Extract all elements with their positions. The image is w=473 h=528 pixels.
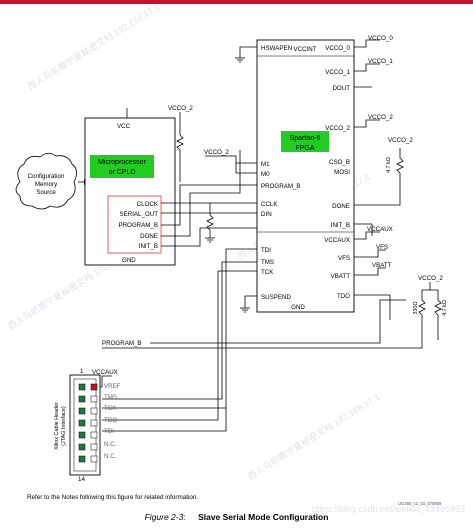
fpga-pin-vbatt: VBATT bbox=[331, 273, 351, 280]
fpga-pin-vcco-1: VCCO_1 bbox=[325, 69, 350, 76]
jtag-pin-14-label: 14 bbox=[78, 476, 85, 483]
watermark-text-4: 西人马前瞻宁夏秘密文档 192.168.17.1 bbox=[245, 391, 381, 482]
micro-title-line2: or CPLD bbox=[109, 169, 136, 176]
jtag-pin-14 bbox=[90, 455, 98, 463]
fpga-pin-m1: M1 bbox=[261, 161, 270, 168]
fpga-pin-dout: DOUT bbox=[332, 85, 350, 92]
figure-note: Refer to the Notes following this figure… bbox=[27, 494, 199, 501]
micro-pin-done: DONE bbox=[140, 233, 158, 240]
jtag-label-tdi: TDI bbox=[104, 428, 114, 435]
fpga-pin-tdo: TDO bbox=[337, 293, 350, 300]
figure-caption: Figure 2-3: Slave Serial Mode Configurat… bbox=[0, 512, 473, 522]
vcco-2-mode-supply-label: VCCO_2 bbox=[204, 149, 229, 156]
fpga-title-line1: Spartan-6 bbox=[290, 135, 321, 142]
caption-title: Slave Serial Mode Configuration bbox=[198, 512, 329, 522]
config-memory-line1: Configuration bbox=[28, 173, 65, 180]
jtag-pin-2 bbox=[90, 383, 98, 391]
micro-pin-clock: CLOCK bbox=[137, 201, 159, 208]
fpga-title-highlight bbox=[281, 131, 329, 152]
jtag-title-line2: (JTAG Interface) bbox=[61, 406, 67, 446]
micro-vcc-label: VCC bbox=[117, 123, 131, 130]
fpga-block: VCCINT Spartan-6 FPGA HSWAPEN M1 M0 PROG… bbox=[256, 39, 355, 313]
fpga-pin-tdi: TDI bbox=[261, 247, 271, 254]
r4k7-label: 4.7 kΩ bbox=[442, 300, 448, 316]
jtag-vccaux-label: VCCAUX bbox=[92, 369, 118, 376]
jtag-label-nc-2: N.C. bbox=[104, 453, 117, 460]
jtag-pin-grid bbox=[78, 383, 98, 463]
watermark-text-1: 西人马前瞻宁夏秘密文档 192.168.17.1 bbox=[25, 1, 161, 92]
jtag-pin-1 bbox=[78, 383, 86, 391]
fpga-pin-tms: TMS bbox=[261, 259, 274, 266]
vcco-0-supply-label: VCCO_0 bbox=[368, 35, 393, 42]
fpga-pin-mosi: MOSI bbox=[334, 169, 350, 176]
jtag-pin-5 bbox=[78, 407, 86, 415]
fpga-pin-cso-b: CSO_B bbox=[329, 159, 350, 166]
wires bbox=[90, 39, 442, 432]
fpga-pin-vcco-2: VCCO_2 bbox=[325, 125, 350, 132]
jtag-pin-1-label: 1 bbox=[80, 368, 84, 375]
jtag-pin-6 bbox=[90, 407, 98, 415]
jtag-label-tck: TCK bbox=[104, 405, 117, 412]
micro-gnd-label: GND bbox=[122, 257, 136, 264]
jtag-pin-3 bbox=[78, 395, 86, 403]
fpga-pin-din: DIN bbox=[261, 211, 272, 218]
fpga-pin-m0: M0 bbox=[261, 171, 270, 178]
jtag-pin-10 bbox=[90, 431, 98, 439]
jtag-pin-13 bbox=[78, 455, 86, 463]
vcco-2-jtag-supply-label: VCCO_2 bbox=[418, 275, 443, 282]
config-memory-cloud: Configuration Memory Source bbox=[15, 152, 77, 210]
vbatt-supply-label: VBATT bbox=[372, 262, 392, 269]
fpga-pin-init-b: INIT_B bbox=[331, 222, 350, 229]
fpga-pin-program-b: PROGRAM_B bbox=[261, 183, 301, 190]
jtag-pin-7 bbox=[78, 419, 86, 427]
fpga-pin-vccaux: VCCAUX bbox=[324, 237, 350, 244]
vcco-2-supply-label: VCCO_2 bbox=[368, 114, 393, 121]
micro-title-highlight bbox=[90, 155, 154, 178]
micro-pin-program-b: PROGRAM_B bbox=[118, 222, 158, 229]
microprocessor-block: VCC Microprocessor or CPLD CLOCK SERIAL_… bbox=[84, 117, 176, 266]
fpga-pin-done: DONE bbox=[332, 203, 350, 210]
jtag-label-vref: VREF bbox=[104, 383, 121, 390]
jtag-pin-12 bbox=[90, 443, 98, 451]
vcco-2-done-supply-label: VCCO_2 bbox=[388, 137, 413, 144]
jtag-label-tms: TMS bbox=[104, 394, 117, 401]
fpga-pin-suspend: SUSPEND bbox=[261, 294, 291, 301]
vcco-2-micro-supply-label: VCCO_2 bbox=[168, 105, 193, 112]
drawing-code: UG380_c2_03_070809 bbox=[398, 501, 442, 506]
watermark-url: https://blog.csdn.net/weixin_43465993 bbox=[312, 504, 465, 514]
jtag-header: 1 14 Xilinx Cable Header (JTAG Interface… bbox=[54, 368, 121, 483]
fpga-pin-hswapen: HSWAPEN bbox=[261, 45, 292, 52]
supply-labels: VCCO_0 VCCO_1 VCCO_2 VCCO_2 VCCO_2 VCCO_… bbox=[102, 35, 448, 347]
fpga-pin-tck: TCK bbox=[261, 269, 274, 276]
micro-pin-init-b: INIT_B bbox=[139, 243, 158, 250]
fpga-title-line2: FPGA bbox=[295, 145, 314, 152]
vccaux-supply-label: VCCAUX bbox=[367, 226, 393, 233]
fpga-gnd-label: GND bbox=[291, 304, 305, 311]
done-pullup-label: 4.7 kΩ bbox=[386, 157, 392, 173]
fpga-vccint-label: VCCINT bbox=[293, 46, 316, 53]
header-red-rule bbox=[0, 0, 473, 4]
jtag-pin-11 bbox=[78, 443, 86, 451]
program-b-net-label: PROGRAM_B bbox=[102, 340, 142, 347]
fpga-pin-vfs: VFS bbox=[338, 255, 350, 262]
micro-pin-highlight-box bbox=[107, 195, 162, 254]
jtag-label-tdo: TDO bbox=[104, 417, 117, 424]
micro-title-line1: Microprocessor bbox=[98, 159, 147, 166]
fpga-pin-cclk: CCLK bbox=[261, 201, 278, 208]
config-memory-line3: Source bbox=[36, 189, 56, 196]
r330-label: 330Ω bbox=[413, 301, 419, 314]
jtag-pin-8 bbox=[90, 419, 98, 427]
jtag-title-line1: Xilinx Cable Header bbox=[54, 402, 60, 450]
micro-pin-serial-out: SERIAL_OUT bbox=[119, 211, 158, 218]
jtag-pin-4 bbox=[90, 395, 98, 403]
jtag-label-nc-1: N.C. bbox=[104, 441, 117, 448]
vfs-supply-label: VFS bbox=[376, 244, 388, 251]
jtag-pin-9 bbox=[78, 431, 86, 439]
config-memory-line2: Memory bbox=[35, 181, 58, 188]
fpga-pin-vcco-0: VCCO_0 bbox=[325, 45, 350, 52]
vcco-1-supply-label: VCCO_1 bbox=[368, 58, 393, 65]
caption-figure-number: Figure 2-3: bbox=[144, 512, 186, 522]
